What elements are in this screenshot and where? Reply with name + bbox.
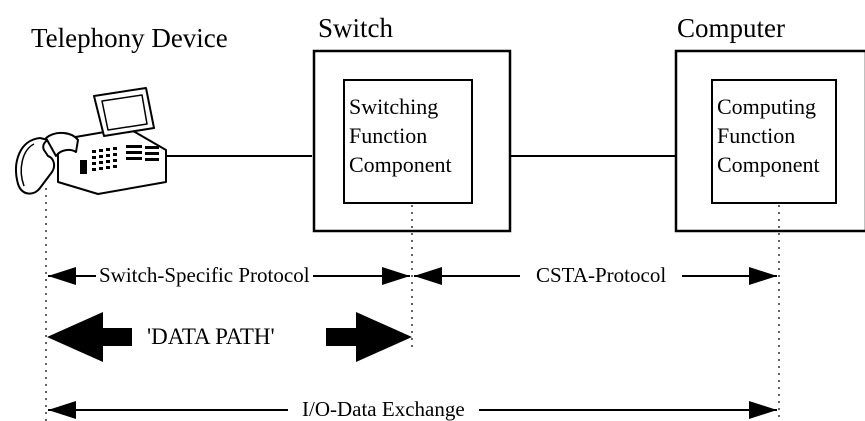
telephony-device-title: Telephony Device: [31, 23, 228, 53]
csta-protocol-label: CSTA-Protocol: [520, 265, 683, 286]
data-path-arrow: [47, 312, 412, 362]
computer-title: Computer: [677, 13, 785, 43]
data-path-left-arrowhead: [47, 312, 132, 362]
io-data-exchange-label: I/O-Data Exchange: [288, 399, 479, 420]
switch-box-line-3: Component: [349, 152, 452, 177]
data-path-label: 'DATA PATH': [147, 324, 275, 349]
computer-box-line-3: Component: [717, 152, 820, 177]
switch-inner-box: [343, 79, 473, 204]
computer-box-line-1: Computing: [717, 94, 817, 119]
switch-title: Switch: [318, 13, 394, 43]
data-path-right-arrowhead: [326, 312, 412, 362]
computer-inner-box: [711, 79, 837, 204]
telephone-icon: [15, 87, 167, 195]
computing-function-component-label: Computing Function Component: [717, 92, 820, 179]
switching-function-component-label: Switching Function Component: [349, 92, 452, 179]
switch-box-line-2: Function: [349, 123, 428, 148]
switch-specific-protocol-label: Switch-Specific Protocol: [96, 265, 313, 286]
computer-box-line-2: Function: [717, 123, 796, 148]
switch-box-line-1: Switching: [349, 94, 439, 119]
